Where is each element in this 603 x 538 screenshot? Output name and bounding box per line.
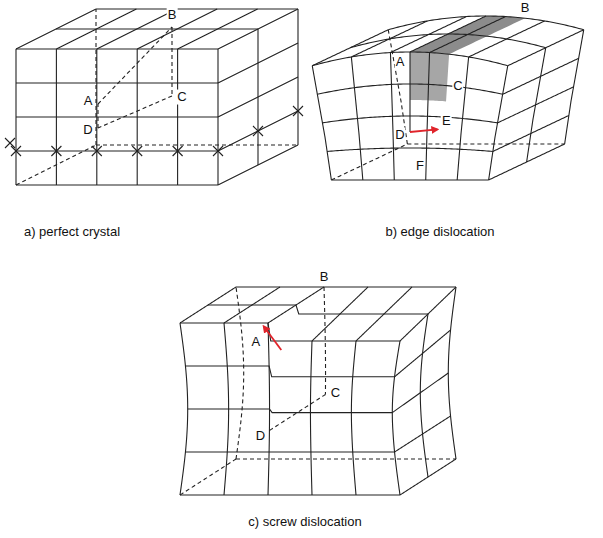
cross-mark [132,146,142,156]
cross-mark [51,146,61,156]
cross-mark [132,146,142,156]
cross-mark [51,146,61,156]
point-label: C [176,90,187,105]
panel-caption: c) screw dislocation [247,515,362,530]
lattice-line [180,323,400,341]
edge-dislocation [312,16,584,180]
point-label: A [83,94,94,109]
lattice-line [350,34,546,48]
point-label: C [452,78,463,93]
slip-plane-edge [97,104,98,128]
cross-mark [11,146,21,156]
cross-mark [92,146,102,156]
point-label: E [441,114,452,129]
lattice-line [420,314,428,477]
lattice-line [236,286,456,287]
lattice-line [327,148,493,151]
lattice-line [527,48,546,162]
lattice-line [16,184,218,185]
panel-caption: b) edge dislocation [384,225,495,240]
lattice-line [331,179,488,180]
lattice-line [180,323,188,495]
hidden-edge [96,144,298,145]
point-label: C [330,385,341,400]
lattice-line [312,66,331,180]
point-label: B [319,270,330,285]
screw-dislocation [180,287,456,495]
lattice-line [297,9,298,145]
lattice-line [351,341,356,495]
point-label: B [167,8,178,23]
cross-mark [173,146,183,156]
lattice-line [388,16,584,30]
cross-mark [11,146,21,156]
lattice-line [16,48,218,49]
lattice-line [410,16,486,52]
point-label: F [415,158,425,173]
point-label: D [82,123,93,138]
cross-mark [5,138,15,148]
lattice-line [180,494,400,495]
lattice-line [565,30,584,144]
slip-plane-edge [98,96,172,128]
lattice-line [16,116,218,117]
cross-mark [213,146,223,156]
lattice-line [208,305,428,314]
lattice-line [448,287,456,459]
lattice-line [185,451,394,452]
lattice-line [257,29,258,165]
lattice-line [16,82,218,83]
lattice-line [16,150,218,151]
point-label: D [255,428,266,443]
lattice-line [96,8,298,9]
point-label: A [250,335,261,350]
panel-caption: a) perfect crystal [23,225,121,240]
lattice-line [185,366,394,377]
hidden-edge [324,287,326,395]
perfect-crystal [5,9,303,185]
burgers-vector [264,326,282,350]
point-label: D [394,128,405,143]
point-label: A [395,55,406,70]
lattice-line [310,341,312,495]
lattice-line [188,409,393,413]
cross-mark [5,138,15,148]
slip-plane-edge [171,27,172,96]
cross-mark [293,106,303,116]
cross-mark [253,126,263,136]
cross-mark [253,126,263,136]
lattice-line [56,28,258,29]
hidden-edge [407,143,564,144]
cross-mark [213,146,223,156]
lattice-line [392,341,400,495]
slip-plane-edge [98,27,172,104]
hidden-edge [180,459,236,495]
point-label: B [520,1,531,16]
hidden-edge [331,144,407,180]
lattice-line [409,52,410,132]
burgers-vector [410,129,437,132]
cross-mark [92,146,102,156]
hidden-edge [269,395,325,431]
cross-mark [293,106,303,116]
cross-mark [173,146,183,156]
